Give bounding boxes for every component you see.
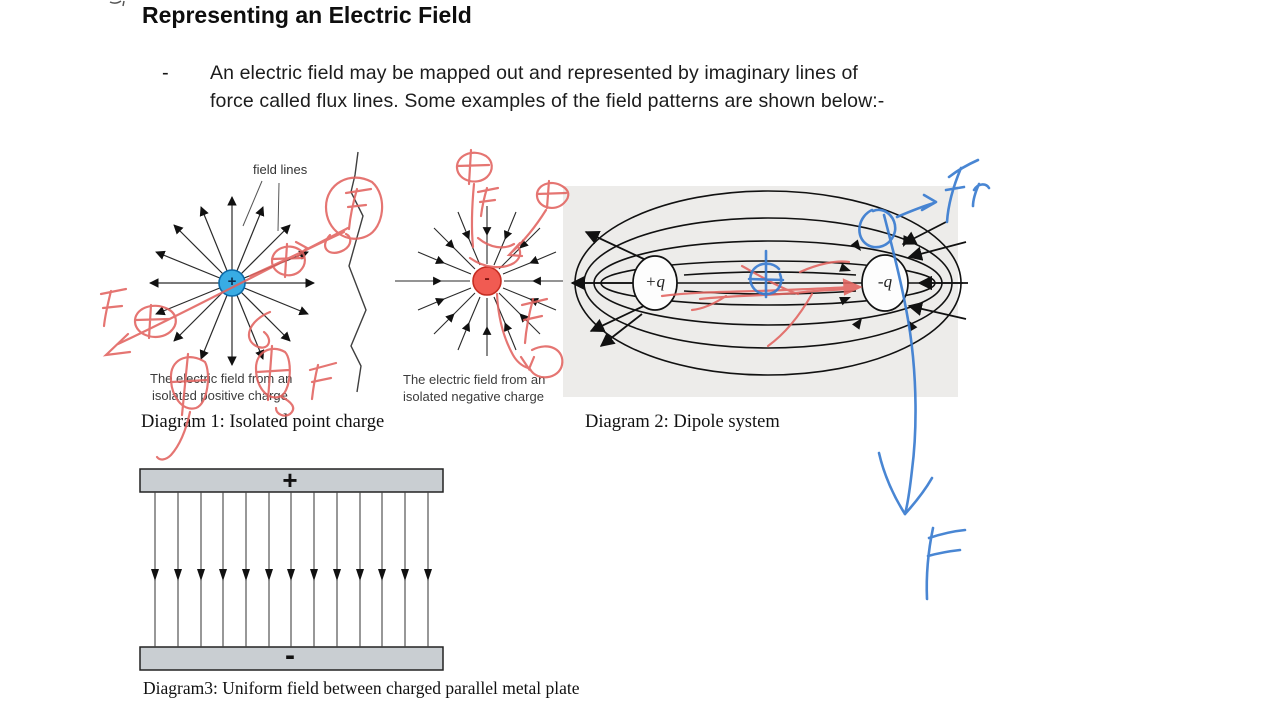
diagram3-caption: Diagram3: Uniform field between charged …: [143, 678, 580, 698]
down-arrowheads: [151, 569, 432, 581]
bullet-marker: -: [162, 62, 169, 84]
negative-figure-caption-2: isolated negative charge: [403, 389, 544, 404]
diagram2-caption: Diagram 2: Dipole system: [585, 412, 780, 432]
parallel-plates-figure: [139, 468, 444, 671]
negative-figure-caption-1: The electric field from an: [403, 372, 546, 387]
dipole-figure: [563, 186, 968, 397]
top-plate-label: +: [282, 465, 298, 495]
field-lines-pointer-lines: [242, 180, 280, 232]
page-edge-mark: [109, 0, 125, 7]
field-lines-label: field lines: [253, 162, 308, 177]
page-title: Representing an Electric Field: [142, 2, 472, 28]
zigzag-divider: [348, 151, 367, 393]
positive-figure-caption-1: The electric field from an: [150, 371, 293, 386]
positive-figure-caption-2: isolated positive charge: [152, 388, 288, 403]
body-text-line-2: force called flux lines. Some examples o…: [210, 90, 885, 112]
bottom-plate-label: -: [285, 639, 295, 672]
dipole-negative-label: -q: [877, 272, 893, 291]
negative-charge-sign: -: [484, 270, 490, 287]
diagram1-caption: Diagram 1: Isolated point charge: [141, 412, 385, 432]
positive-charge-sign: +: [227, 273, 237, 290]
body-text-line-1: An electric field may be mapped out and …: [210, 62, 858, 84]
dipole-positive-label: +q: [645, 272, 665, 291]
